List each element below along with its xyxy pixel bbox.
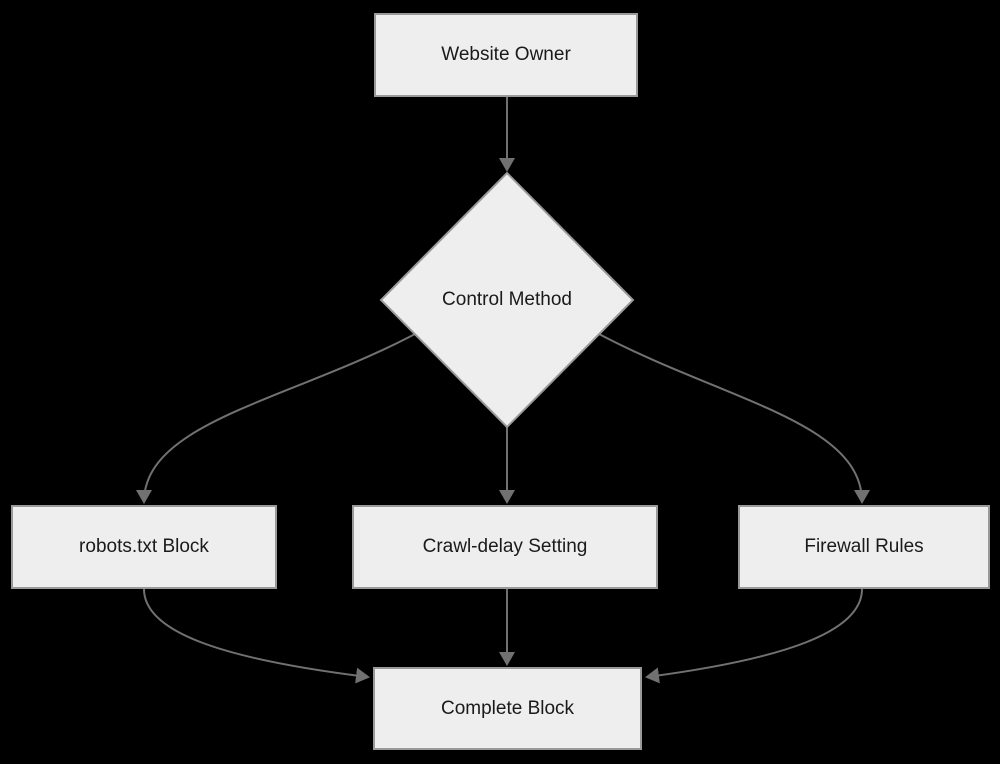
node-robots-txt-block[interactable]: robots.txt Block bbox=[11, 505, 277, 589]
node-robots-txt-block-label: robots.txt Block bbox=[79, 536, 209, 557]
node-control-method-shape[interactable] bbox=[379, 171, 635, 429]
edge-control-method-to-robots-txt-block bbox=[136, 333, 416, 504]
node-crawl-delay-setting-label: Crawl-delay Setting bbox=[422, 536, 588, 557]
node-complete-block[interactable]: Complete Block bbox=[373, 667, 642, 750]
node-website-owner[interactable]: Website Owner bbox=[374, 13, 638, 97]
node-control-method-label: Control Method bbox=[442, 289, 572, 310]
node-firewall-rules[interactable]: Firewall Rules bbox=[738, 505, 990, 589]
node-firewall-rules-label: Firewall Rules bbox=[804, 536, 924, 557]
node-crawl-delay-setting[interactable]: Crawl-delay Setting bbox=[352, 505, 658, 589]
node-complete-block-label: Complete Block bbox=[440, 697, 575, 719]
node-website-owner-label: Website Owner bbox=[441, 44, 571, 65]
edge-control-method-to-firewall-rules bbox=[598, 333, 870, 504]
edge-robots-txt-block-to-complete-block bbox=[143, 588, 370, 684]
edge-firewall-rules-to-complete-block bbox=[645, 588, 863, 684]
